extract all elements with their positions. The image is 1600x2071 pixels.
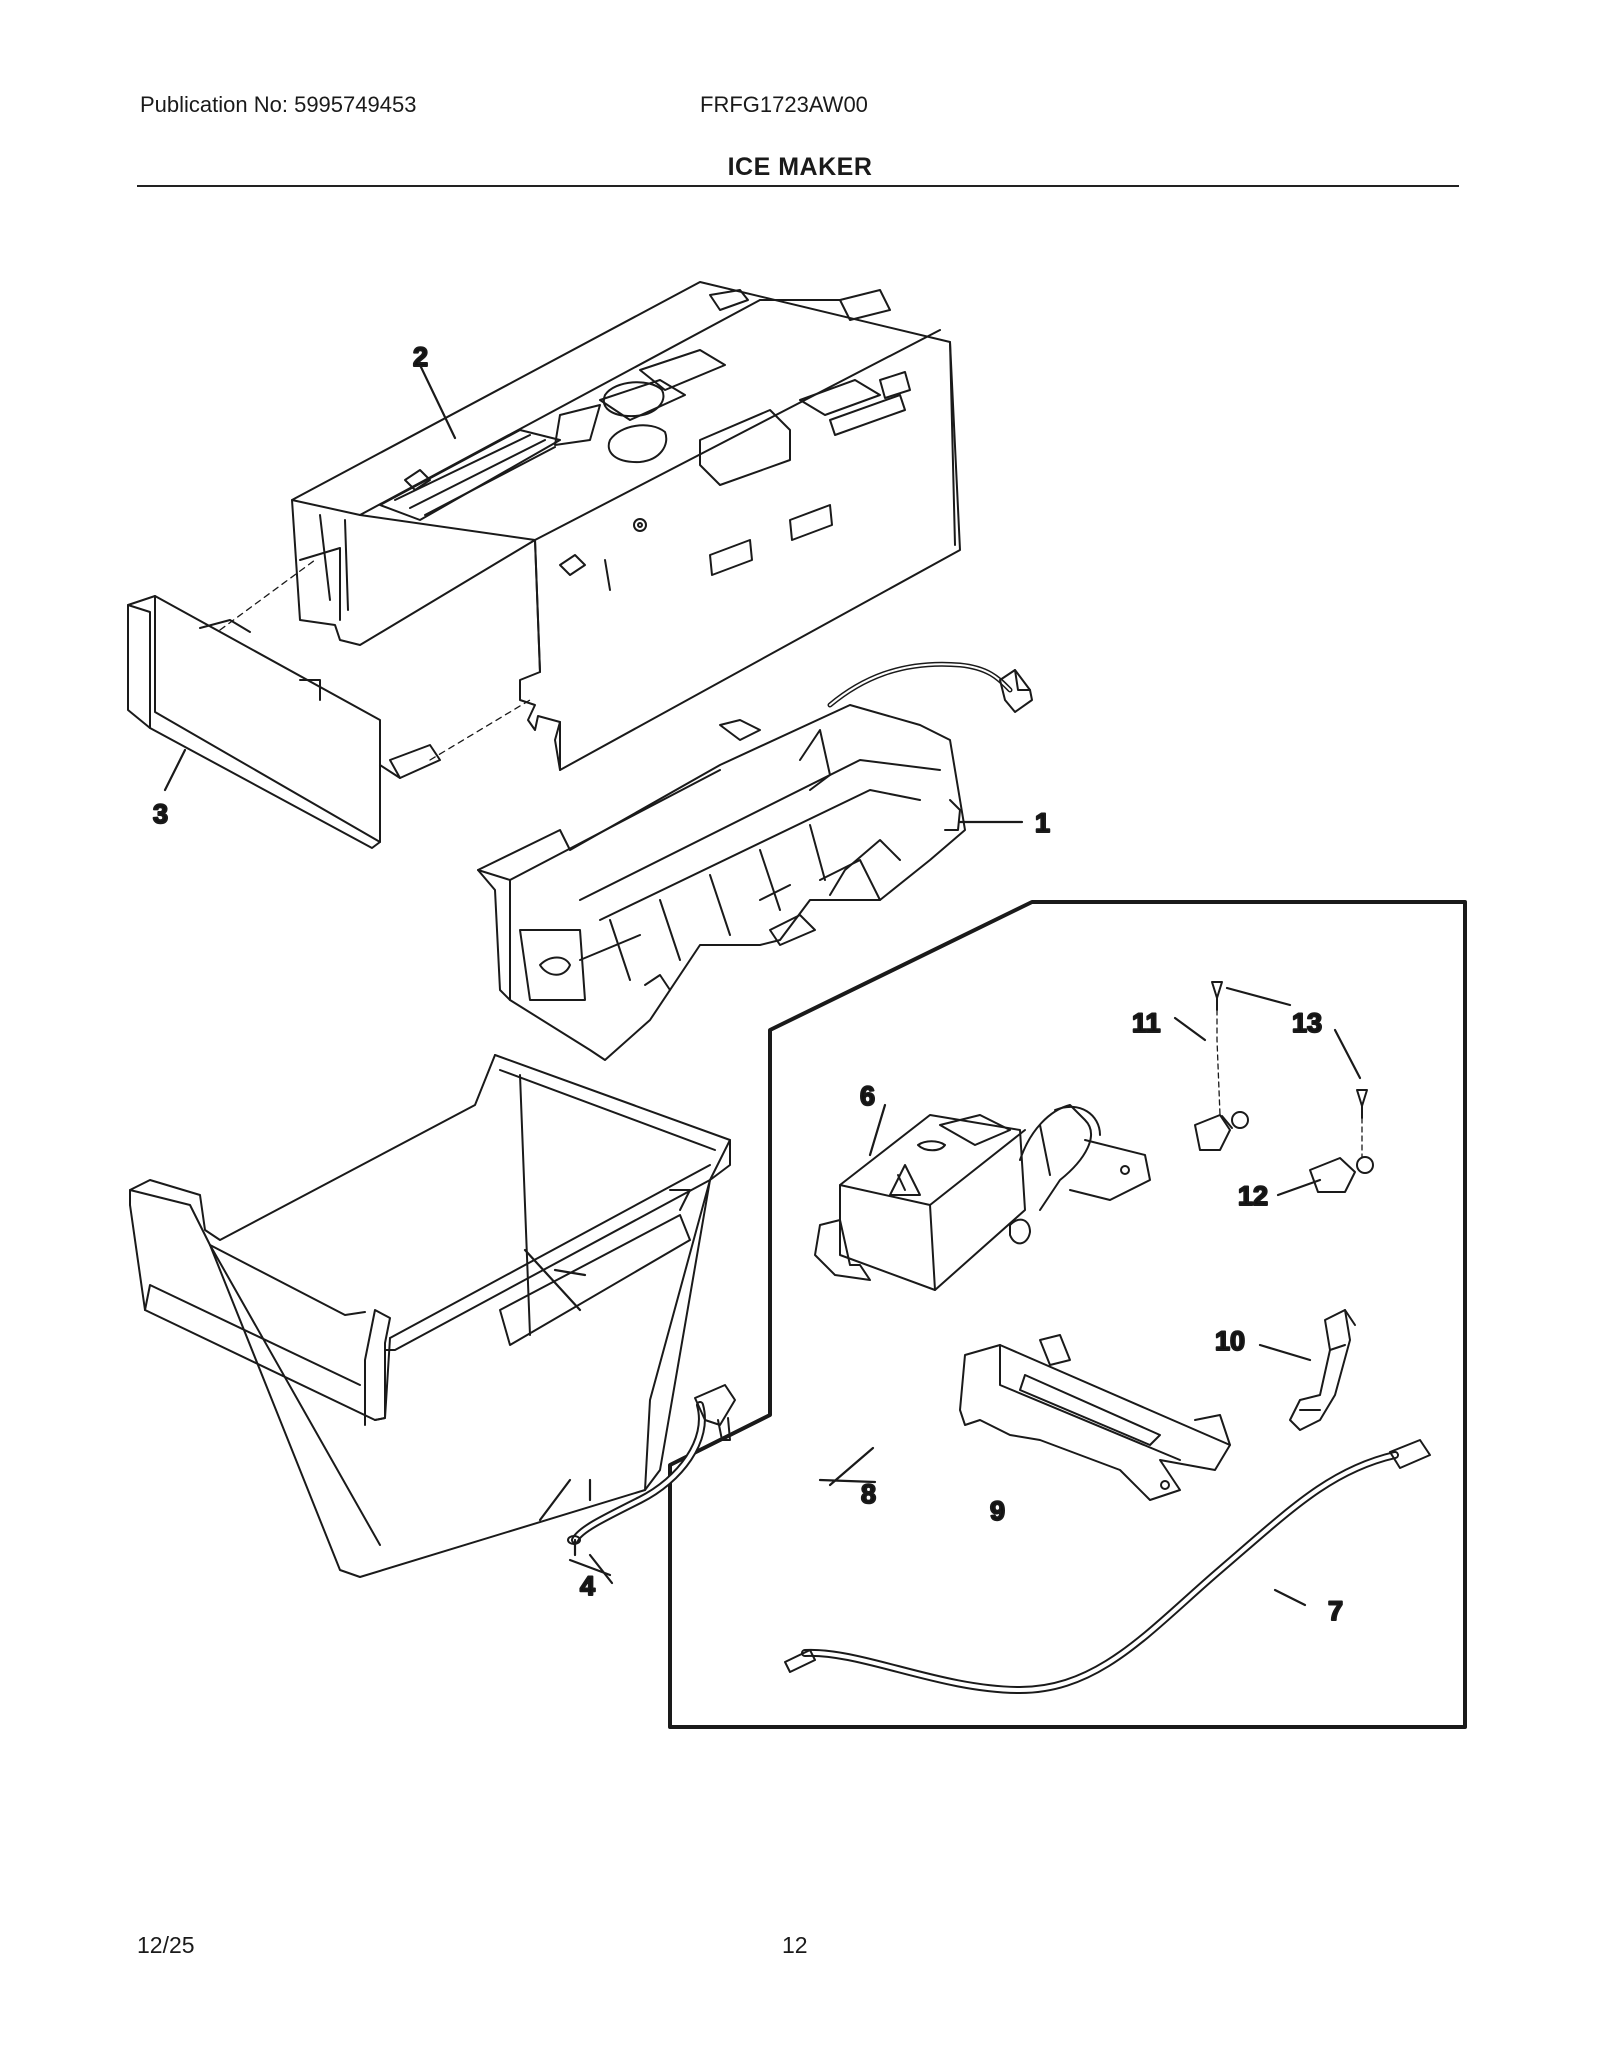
callout-9: 9 [990, 1496, 1005, 1526]
part-11-clamp [1194, 1111, 1249, 1151]
part-10-clip [1289, 1309, 1356, 1431]
part-3-front-panel [127, 595, 441, 849]
callout-3: 3 [153, 799, 168, 829]
part-4-ice-bucket [129, 1054, 731, 1578]
publication-number: Publication No: 5995749453 [140, 92, 417, 117]
callout-6: 6 [860, 1081, 875, 1111]
callout-12: 12 [1238, 1181, 1268, 1211]
part-8-fill-tube [567, 1384, 736, 1545]
part-13-screws [1211, 981, 1368, 1119]
callout-2: 2 [413, 342, 428, 372]
leader-lines [163, 363, 1362, 1607]
callout-11: 11 [1132, 1008, 1161, 1038]
part-12-clamp [1309, 1156, 1374, 1193]
footer-date: 12/25 [137, 1932, 195, 1958]
callout-7: 7 [1328, 1596, 1343, 1626]
callout-10: 10 [1215, 1326, 1245, 1356]
part-6-water-valve [814, 1104, 1151, 1291]
page-number: 12 [782, 1932, 808, 1958]
callout-1: 1 [1035, 808, 1050, 838]
part-2-housing [291, 281, 961, 771]
callout-8: 8 [861, 1479, 876, 1509]
assembly-guide-lines [219, 559, 531, 761]
screw-axis-lines [1216, 1009, 1363, 1159]
part-9-bracket [959, 1334, 1231, 1501]
part-7-water-line [784, 1439, 1431, 1694]
part-1-ice-maker [477, 661, 1033, 1061]
callout-4: 4 [580, 1571, 595, 1601]
model-number: FRFG1723AW00 [700, 92, 868, 117]
page-title: ICE MAKER [727, 153, 873, 181]
header-rule [137, 185, 1459, 187]
callout-13: 13 [1292, 1008, 1322, 1038]
inset-frame [668, 900, 1467, 1729]
